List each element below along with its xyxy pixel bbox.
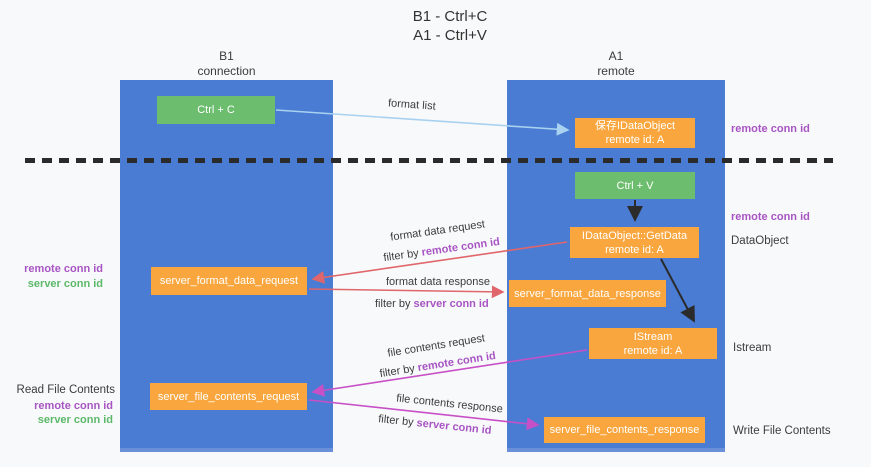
format-list-label: format list: [387, 97, 437, 113]
right-column-header: A1 remote: [507, 49, 725, 79]
title-line-2: A1 - Ctrl+V: [413, 27, 487, 44]
istream-box: IStream remote id: A: [589, 328, 717, 359]
server-format-data-request-box: server_format_data_request: [151, 267, 307, 295]
istream-line1: IStream: [633, 330, 673, 343]
write-file-contents-annotation: Write File Contents: [733, 425, 831, 437]
filter-by-text: filter by: [377, 413, 418, 430]
istream-annotation: Istream: [733, 342, 772, 354]
diagram-title: B1 - Ctrl+C A1 - Ctrl+V: [330, 7, 570, 45]
dataobject-annotation: DataObject: [731, 235, 789, 247]
save-idataobject-box: 保存IDataObject remote id: A: [575, 118, 695, 148]
server-file-contents-response-box: server_file_contents_response: [544, 417, 705, 443]
filter-by-text: filter by: [378, 362, 419, 381]
remote-conn-id-text: remote conn id: [416, 349, 497, 375]
server-format-data-response-box: server_format_data_response: [509, 280, 666, 307]
file-contents-response-label: file contents response: [395, 392, 504, 416]
right-column-role: remote: [597, 64, 635, 78]
getdata-line1: IDataObject::GetData: [581, 229, 688, 242]
format-data-response-arrow: [308, 285, 505, 299]
remote-conn-id-text: remote conn id: [420, 235, 501, 259]
dashed-separator-line: [25, 158, 833, 163]
server-conn-id-text: server conn id: [415, 417, 493, 437]
left-column-header: B1 connection: [120, 49, 333, 79]
filter-by-text: filter by: [382, 246, 423, 265]
getdata-line2: remote id: A: [605, 243, 664, 256]
istream-line2: remote id: A: [623, 344, 683, 357]
format-data-response-label: format data response: [386, 276, 490, 288]
right-remote-conn-id-mid: remote conn id: [731, 211, 810, 223]
filter-by-server-conn-id-label-1: filter by server conn id: [375, 298, 489, 310]
left-remote-conn-id-1: remote conn id: [24, 263, 103, 275]
left-column-name: B1: [219, 49, 234, 63]
right-remote-conn-id-top: remote conn id: [731, 123, 810, 135]
ctrl-v-box: Ctrl + V: [575, 172, 695, 199]
filter-by-server-conn-id-label-2: filter by server conn id: [378, 413, 492, 437]
left-column-role: connection: [197, 64, 256, 78]
filter-by-text: filter by: [375, 298, 414, 310]
save-idataobject-line2: remote id: A: [605, 134, 665, 146]
left-remote-conn-id-2: remote conn id: [34, 400, 113, 412]
server-conn-id-text: server conn id: [413, 298, 489, 310]
save-idataobject-line1: 保存IDataObject: [594, 120, 676, 132]
getdata-box: IDataObject::GetData remote id: A: [570, 227, 699, 258]
title-line-1: B1 - Ctrl+C: [412, 8, 488, 25]
ctrl-c-box: Ctrl + C: [157, 96, 275, 124]
right-column-name: A1: [608, 49, 624, 63]
left-server-conn-id-1: server conn id: [27, 278, 103, 290]
server-file-contents-request-box: server_file_contents_request: [150, 383, 307, 410]
read-file-contents-annotation: Read File Contents: [16, 384, 115, 396]
left-server-conn-id-2: server conn id: [37, 414, 113, 426]
